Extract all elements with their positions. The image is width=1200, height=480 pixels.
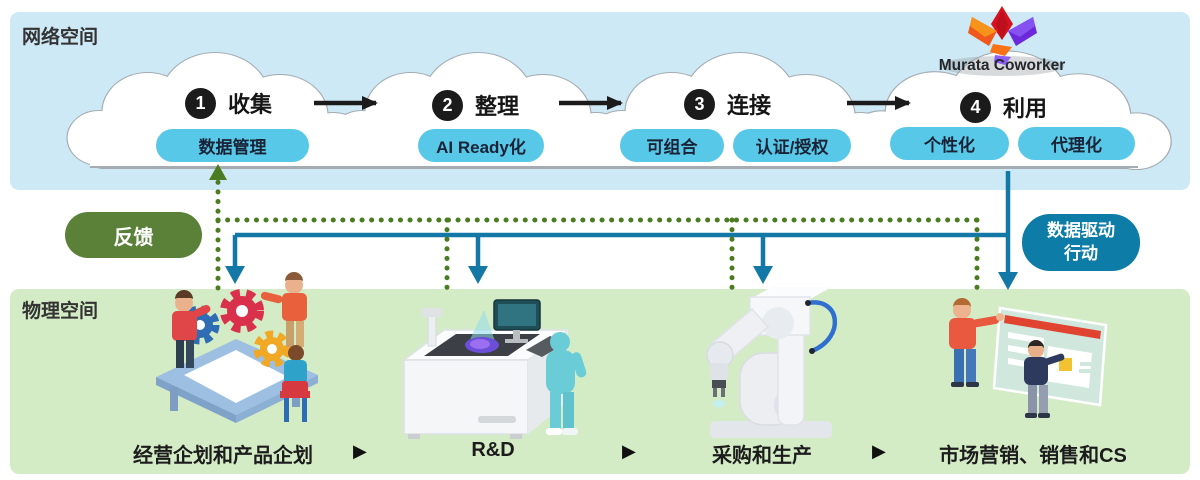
viewer-person [1024, 340, 1065, 418]
feedback-pill: 反馈 [65, 212, 202, 258]
robot-cable [807, 300, 838, 354]
murata-coworker-brand: Murata Coworker [938, 57, 1066, 74]
tag-composable: 可组合 [620, 129, 724, 162]
step-1-number-badge: 1 [185, 87, 216, 119]
feedback-flow [215, 175, 980, 295]
step-1-label: 收集 [228, 92, 273, 117]
tag-data-management: 数据管理 [156, 129, 309, 162]
step-3-number-badge: 3 [684, 88, 715, 120]
planning-illustration [156, 272, 318, 423]
physical-space-title: 物理空间 [22, 301, 99, 322]
tag-auth: 认证/授权 [733, 129, 851, 162]
action-line-1: 数据驱动 [1047, 221, 1115, 241]
step-3-tags: 可组合 认证/授权 [620, 129, 851, 162]
person-standing-left [172, 290, 211, 368]
tag-ai-ready: AI Ready化 [418, 129, 544, 162]
cleanroom-person [546, 332, 587, 435]
rnd-illustration [401, 299, 587, 439]
stage-separator-3: ▶ [872, 441, 886, 461]
monitor-icon [493, 299, 541, 343]
step-1: 1 收集 [185, 87, 272, 119]
stage-separator-2: ▶ [622, 441, 636, 461]
step-4-tags: 个性化 代理化 [890, 127, 1135, 160]
marketing-illustration [949, 298, 1108, 418]
action-line-2: 行动 [1064, 243, 1098, 263]
tag-personalization: 个性化 [890, 127, 1009, 160]
step-4: 4 利用 [960, 91, 1047, 123]
stage-separator-1: ▶ [353, 441, 367, 461]
stage-procurement-label: 采购和生产 [712, 445, 812, 467]
person-standing-right [260, 272, 307, 347]
robot-illustration [706, 287, 838, 438]
cyberspace-title: 网络空间 [22, 27, 99, 48]
person-seated [280, 345, 310, 422]
gear-red-icon [220, 289, 264, 333]
step-2-number-badge: 2 [432, 89, 463, 121]
step-2: 2 整理 [432, 89, 519, 121]
gear-yellow-icon [253, 330, 291, 368]
tag-agentification: 代理化 [1018, 127, 1135, 160]
presenter-person [949, 298, 1004, 387]
step-4-number-badge: 4 [960, 91, 991, 123]
step-3-label: 连接 [727, 93, 772, 118]
step-1-tags: 数据管理 [156, 129, 309, 162]
stage-planning-label: 经营企划和产品企划 [133, 445, 313, 467]
murata-coworker-logo-icon [940, 6, 1064, 76]
data-driven-action-flow [232, 171, 1011, 274]
stage-marketing-label: 市场营销、销售和CS [939, 445, 1127, 467]
step-2-label: 整理 [475, 94, 520, 119]
step-2-tags: AI Ready化 [418, 129, 544, 162]
data-driven-action-pill: 数据驱动 行动 [1022, 214, 1140, 271]
green-arrowhead-up [209, 164, 227, 180]
stage-rnd-label: R&D [471, 439, 515, 461]
blue-arrowheads [225, 266, 1018, 290]
step-3: 3 连接 [684, 88, 771, 120]
step-4-label: 利用 [1003, 96, 1048, 121]
